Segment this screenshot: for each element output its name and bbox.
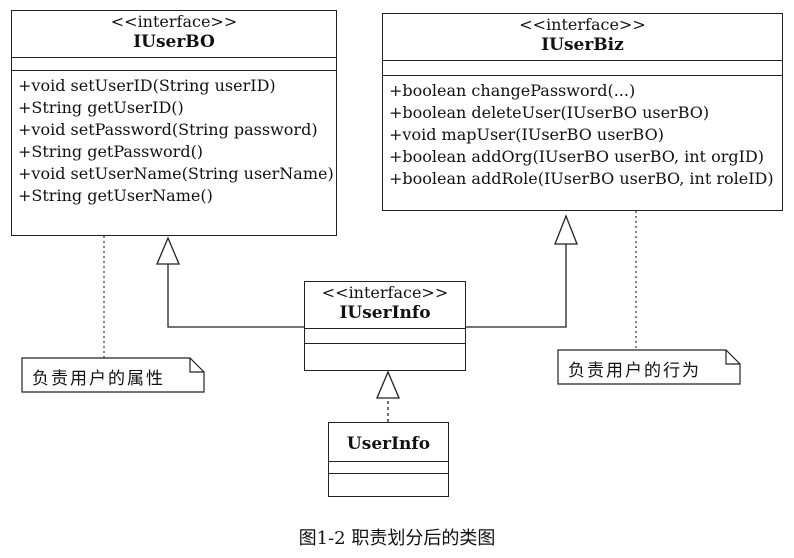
attributes-compartment bbox=[12, 58, 336, 71]
operations-compartment bbox=[329, 474, 448, 485]
note-fold-right bbox=[725, 350, 740, 365]
operation: +boolean addRole(IUserBO userBO, int rol… bbox=[389, 169, 774, 188]
operation: +void mapUser(IUserBO userBO) bbox=[389, 125, 664, 144]
note-left-text: 负责用户的属性 bbox=[32, 369, 165, 389]
operations-compartment: +boolean changePassword(...) +boolean de… bbox=[383, 76, 782, 194]
class-name: UserInfo bbox=[346, 434, 431, 454]
class-header: <<interface>> IUserInfo bbox=[305, 282, 465, 329]
generalization-arrow-iuserbiz bbox=[554, 214, 578, 245]
operation: +String getUserName() bbox=[18, 186, 213, 205]
attributes-compartment bbox=[329, 462, 448, 474]
operation: +boolean changePassword(...) bbox=[389, 81, 636, 100]
figure-caption: 图1-2 职责划分后的类图 bbox=[298, 528, 496, 549]
class-header: <<interface>> IUserBiz bbox=[383, 14, 782, 61]
class-name: IUserInfo bbox=[339, 303, 431, 323]
attributes-compartment bbox=[305, 329, 465, 344]
operation: +boolean addOrg(IUserBO userBO, int orgI… bbox=[389, 147, 764, 166]
class-iuserinfo: <<interface>> IUserInfo bbox=[304, 281, 466, 371]
attributes-compartment bbox=[383, 61, 782, 76]
operations-compartment bbox=[305, 344, 465, 358]
note-fold-left bbox=[189, 358, 204, 373]
note-shape-right bbox=[557, 349, 741, 385]
operations-compartment: +void setUserID(String userID) +String g… bbox=[12, 71, 336, 211]
generalization-arrow-iuserbo bbox=[156, 236, 180, 265]
operation: +void setUserName(String userName) bbox=[18, 164, 334, 183]
operation: +String getUserID() bbox=[18, 98, 184, 117]
operation: +String getPassword() bbox=[18, 142, 204, 161]
class-iuserbo: <<interface>> IUserBO +void setUserID(St… bbox=[11, 10, 337, 236]
class-iuserbiz: <<interface>> IUserBiz +boolean changePa… bbox=[382, 13, 783, 211]
class-header: UserInfo bbox=[329, 423, 448, 462]
generalization-line-iuserbo bbox=[167, 264, 304, 328]
class-name: IUserBiz bbox=[541, 35, 624, 55]
operation: +boolean deleteUser(IUserBO userBO) bbox=[389, 103, 710, 122]
stereotype-label: <<interface>> bbox=[519, 15, 646, 34]
note-shape-left bbox=[21, 357, 205, 393]
stereotype-label: <<interface>> bbox=[321, 283, 449, 302]
generalization-line-iuserbiz bbox=[466, 244, 567, 328]
operation: +void setUserID(String userID) bbox=[18, 76, 276, 95]
class-name: IUserBO bbox=[133, 32, 215, 52]
operation: +void setPassword(String password) bbox=[18, 120, 318, 139]
note-right-text: 负责用户的行为 bbox=[568, 361, 701, 381]
realization-arrow bbox=[376, 370, 400, 399]
class-header: <<interface>> IUserBO bbox=[12, 11, 336, 58]
stereotype-label: <<interface>> bbox=[110, 12, 238, 31]
class-userinfo: UserInfo bbox=[328, 422, 449, 497]
